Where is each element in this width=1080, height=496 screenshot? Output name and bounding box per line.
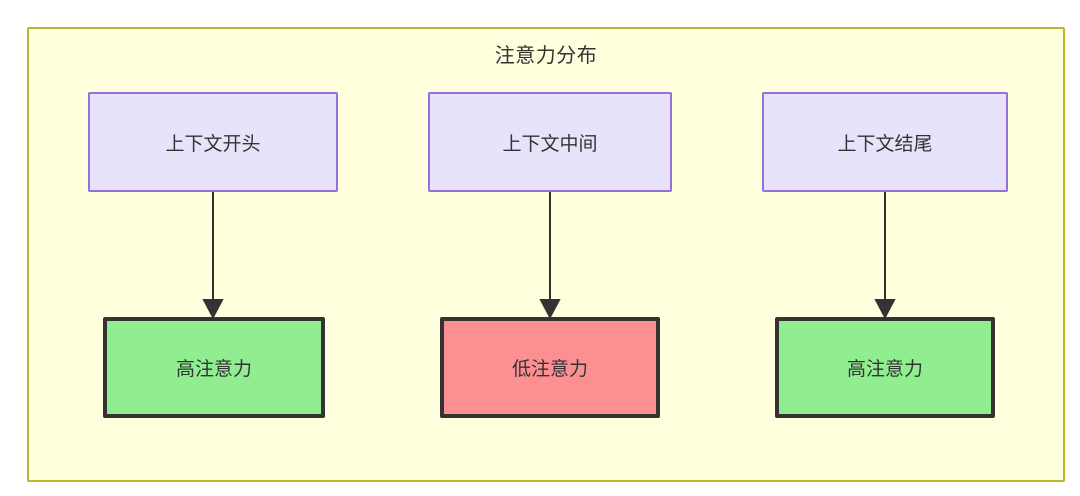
node-context-start[interactable]: 上下文开头 (88, 92, 338, 192)
node-attention-start[interactable]: 高注意力 (103, 317, 325, 418)
subgraph-title: 注意力分布 (494, 45, 598, 67)
node-context-middle[interactable]: 上下文中间 (428, 92, 672, 192)
node-attention-end[interactable]: 高注意力 (775, 317, 995, 418)
node-attention-middle[interactable]: 低注意力 (440, 317, 660, 418)
node-context-end[interactable]: 上下文结尾 (762, 92, 1008, 192)
